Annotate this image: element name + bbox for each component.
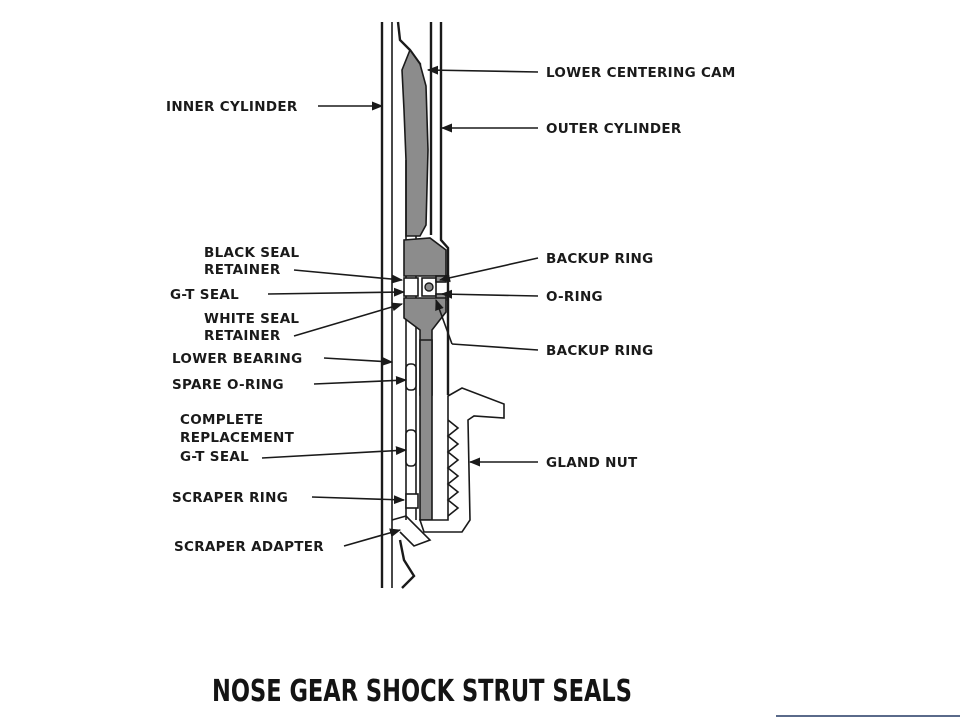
- label-black-seal-retainer-line1: BLACK SEAL: [204, 245, 300, 261]
- label-backup-ring-upper: BACKUP RING: [546, 251, 654, 267]
- black-seal-retainer: [403, 237, 447, 277]
- label-complete-replacement-line1: COMPLETE: [180, 412, 263, 428]
- leader-backup-ring-lower: [451, 343, 539, 351]
- leader-lower-bearing: [323, 356, 394, 366]
- o-ring-circle: [424, 282, 434, 292]
- labels: LOWER CENTERING CAM INNER CYLINDER OUTER…: [166, 65, 736, 709]
- label-black-seal-retainer-line2: RETAINER: [204, 262, 281, 278]
- inner-cylinder-break: [398, 539, 416, 589]
- label-spare-o-ring: SPARE O-RING: [172, 377, 284, 393]
- lower-bearing: [419, 339, 433, 521]
- label-scraper-ring: SCRAPER RING: [172, 490, 288, 506]
- leader-backup-ring-lower-2: [435, 298, 453, 345]
- label-complete-replacement-line3: G-T SEAL: [180, 449, 249, 465]
- leader-backup-ring-upper: [438, 257, 539, 283]
- leader-o-ring: [440, 289, 539, 299]
- outer-cylinder-right-wall: [439, 22, 450, 395]
- leader-replacement-gt-seal: [261, 446, 408, 459]
- gland-nut-threads: [446, 419, 460, 517]
- gland-nut: [418, 387, 505, 533]
- scraper-ring-part: [405, 493, 419, 509]
- scraper-adapter-part: [391, 515, 432, 547]
- leader-scraper-adapter: [343, 528, 402, 547]
- leader-black-seal-retainer: [293, 269, 404, 284]
- label-backup-ring-lower: BACKUP RING: [546, 343, 654, 359]
- label-scraper-adapter: SCRAPER ADAPTER: [174, 539, 324, 555]
- leader-lines: [261, 65, 539, 547]
- label-complete-replacement-line2: REPLACEMENT: [180, 430, 295, 446]
- spare-o-ring: [405, 363, 417, 391]
- label-o-ring: O-RING: [546, 289, 603, 305]
- label-gt-seal: G-T SEAL: [170, 287, 239, 303]
- leader-gt-seal: [267, 287, 406, 297]
- replacement-gt-seal: [405, 429, 417, 467]
- label-outer-cylinder: OUTER CYLINDER: [546, 121, 682, 137]
- leader-lower-centering-cam: [426, 65, 539, 75]
- lower-centering-cam: [401, 48, 429, 237]
- diagram-title: NOSE GEAR SHOCK STRUT SEALS: [212, 674, 632, 709]
- label-lower-centering-cam: LOWER CENTERING CAM: [546, 65, 736, 81]
- leader-scraper-ring: [311, 495, 406, 505]
- gt-seal: [403, 277, 419, 297]
- label-white-seal-retainer-line1: WHITE SEAL: [204, 311, 299, 327]
- leader-spare-o-ring: [313, 375, 408, 385]
- label-lower-bearing: LOWER BEARING: [172, 351, 302, 367]
- leader-white-seal-retainer: [293, 302, 404, 337]
- label-gland-nut: GLAND NUT: [546, 455, 638, 471]
- label-inner-cylinder: INNER CYLINDER: [166, 99, 298, 115]
- label-white-seal-retainer-line2: RETAINER: [204, 328, 281, 344]
